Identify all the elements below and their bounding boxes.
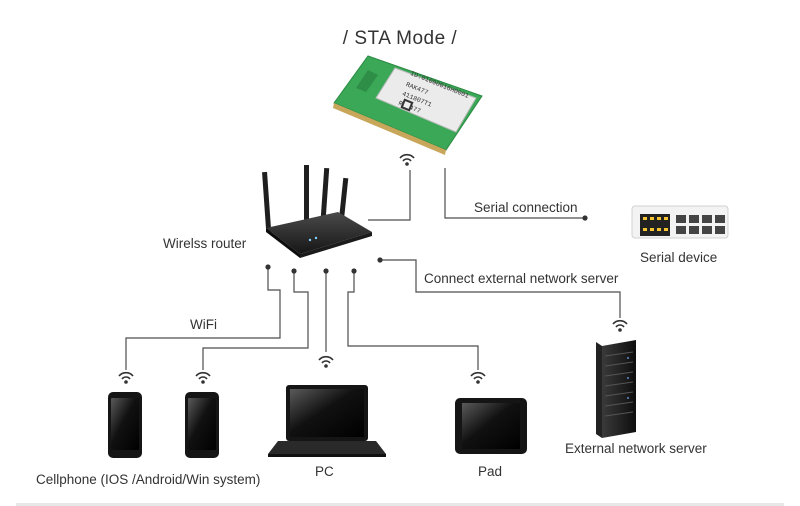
connection-lines (125, 168, 621, 370)
wifi-label: WiFi (190, 317, 217, 332)
wifi-icon (118, 371, 134, 385)
serial-connection-line (444, 168, 585, 219)
wifi-icon (612, 319, 628, 333)
link-server (380, 259, 621, 318)
pc-label: PC (315, 464, 334, 479)
router-port-dots (265, 215, 588, 274)
diagram-title: / STA Mode / (342, 28, 458, 49)
wifi-icon (195, 371, 211, 385)
wifi-icon (399, 153, 415, 167)
laptop-image (268, 385, 386, 457)
connect-server-label: Connect external network server (424, 271, 619, 286)
serial-device-label: Serial device (640, 250, 718, 265)
link-cellphone-1 (125, 268, 281, 370)
cellphone-image (185, 392, 219, 458)
server-image (596, 340, 636, 438)
link-pad (347, 272, 479, 370)
router-image (262, 165, 372, 258)
server-label: External network server (565, 441, 707, 456)
router-module-link (368, 170, 411, 221)
cellphone-image (108, 392, 142, 458)
tablet-image (455, 398, 527, 454)
serial-device-image (631, 205, 729, 239)
serial-connection-label: Serial connection (474, 200, 578, 215)
bottom-divider (16, 503, 784, 506)
link-cellphone-2 (202, 272, 309, 370)
pad-label: Pad (478, 464, 503, 479)
wifi-icon (470, 371, 486, 385)
cellphone-label: Cellphone (IOS /Android/Win system) (36, 472, 261, 487)
wifi-module-image: ID:01000016H0001 RAK477 411807T1 RAK477 (333, 55, 483, 155)
wifi-icon (318, 355, 334, 369)
router-label: Wirelss router (163, 236, 247, 251)
